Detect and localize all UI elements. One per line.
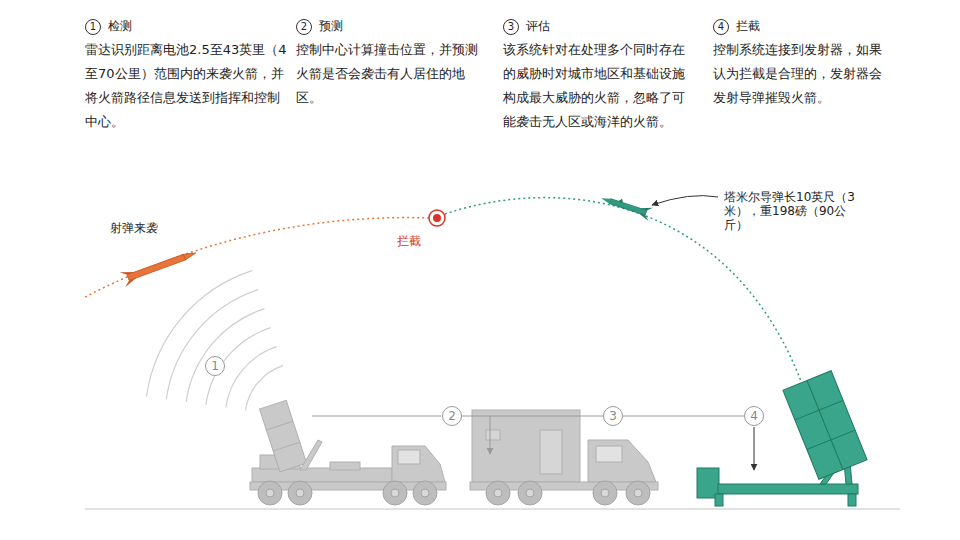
radar-wave [147,271,253,397]
data-arrow [490,416,491,454]
step-number: 1 [85,19,101,35]
callout-number: 3 [609,410,617,422]
step-title: 评估 [526,18,550,35]
radar-truck [250,400,446,490]
callout-circle: 1 [205,356,225,376]
intercept-dot [433,214,441,222]
control-truck [470,410,658,490]
step-description: 控制中心计算撞击位置，并预测火箭是否会袭击有人居住的地区。 [296,38,478,110]
callout-number: 4 [750,410,758,422]
step-heading: 4 拦截 [713,18,760,35]
system-link [462,416,603,417]
callout-circle: 3 [603,406,623,426]
step-title: 检测 [108,18,132,35]
callout-circle: 4 [744,406,764,426]
incoming-trajectory [85,218,430,297]
system-link [623,416,744,417]
radar-wave [186,309,264,402]
intercept-label: 拦截 [397,233,437,249]
step-heading: 1 检测 [85,18,132,35]
launcher [697,371,867,506]
callout-number: 1 [211,360,219,372]
radar-truck-wheels [258,481,437,505]
data-wire [312,416,441,417]
step-description: 该系统针对在处理多个同时存在的威胁时对城市地区和基础设施构成最大威胁的火箭，忽略… [503,38,695,134]
step-heading: 2 预测 [296,18,343,35]
control-truck-wheels [486,481,650,505]
note-leader [652,196,718,205]
step-number: 4 [713,19,729,35]
ground-line [85,508,900,510]
step-title: 拦截 [736,18,760,35]
incoming-label: 射弹来袭 [110,220,190,236]
step-number: 3 [503,19,519,35]
step-heading: 3 评估 [503,18,550,35]
missile-note: 塔米尔导弹长10英尺（3米），重198磅（90公斤） [724,190,866,232]
incoming-rocket [120,245,199,287]
step-title: 预测 [319,18,343,35]
launch-arrow [754,427,755,470]
interceptor-missile [599,192,653,221]
callout-number: 2 [448,410,456,422]
step-description: 雷达识别距离电池2.5至43英里（4至70公里）范围内的来袭火箭，并将火箭路径信… [85,38,287,134]
intercept-marker [429,210,445,226]
radar-wave [226,347,277,408]
radar-wave [166,290,258,400]
radar-waves [147,271,283,411]
interceptor-trajectory [445,198,805,392]
step-number: 2 [296,19,312,35]
callout-circle: 2 [442,406,462,426]
step-description: 控制系统连接到发射器，如果认为拦截是合理的，发射器会发射导弹摧毁火箭。 [713,38,885,110]
